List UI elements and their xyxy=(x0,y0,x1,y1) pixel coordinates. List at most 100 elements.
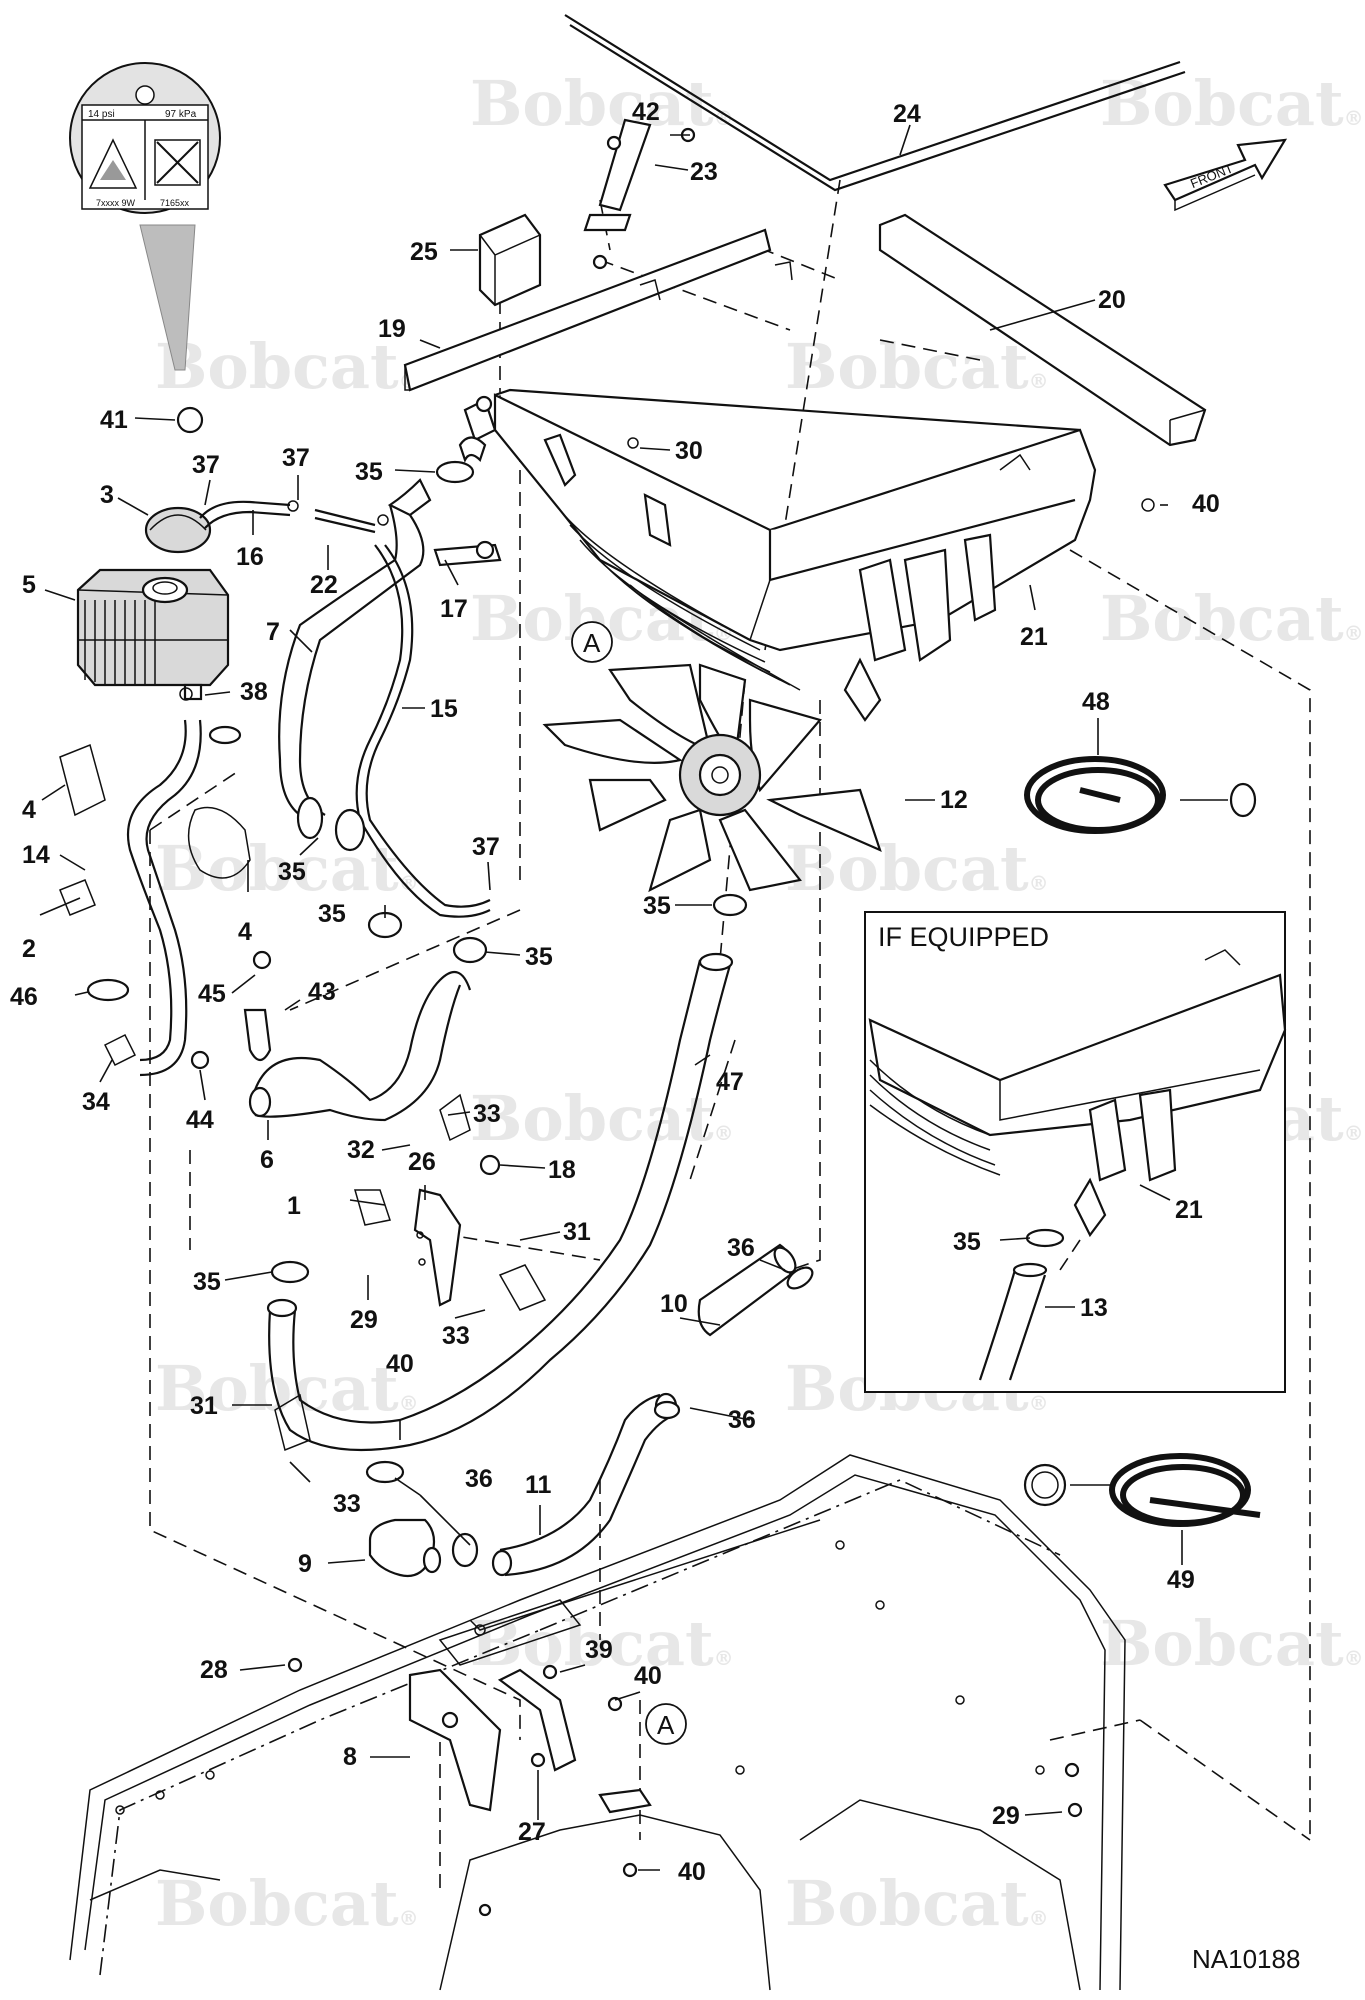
callout-39: 39 xyxy=(585,1636,613,1664)
front-arrow: FRONT xyxy=(1163,138,1288,212)
callout-30: 30 xyxy=(675,437,703,465)
callout-36c: 36 xyxy=(465,1465,493,1493)
callout-4b: 4 xyxy=(238,918,252,946)
callout-5: 5 xyxy=(22,571,36,599)
watermark-6: Bobcat® xyxy=(1100,582,1364,655)
callout-1: 1 xyxy=(287,1192,301,1220)
watermark-14: Bobcat® xyxy=(1100,1607,1364,1680)
watermark-registered-mark: ® xyxy=(1344,106,1364,130)
callout-40a: 40 xyxy=(1192,490,1220,518)
part-17-fitting xyxy=(433,540,502,567)
watermark-11: Bobcat® xyxy=(155,1352,419,1425)
callout-11: 11 xyxy=(525,1471,552,1499)
callout-21b: 21 xyxy=(1175,1196,1203,1224)
part-7-hose xyxy=(278,478,432,816)
decal-pressure-psi: 14 psi xyxy=(88,109,115,120)
callout-37c: 37 xyxy=(472,833,500,861)
callout-23: 23 xyxy=(690,158,718,186)
callout-4a: 4 xyxy=(22,796,36,824)
svg-text:Bobcat®: Bobcat® xyxy=(785,330,1049,403)
svg-text:Bobcat®: Bobcat® xyxy=(470,1082,734,1155)
part-39-bracket xyxy=(497,1664,577,1772)
callout-45: 45 xyxy=(198,980,226,1008)
part-9-elbow xyxy=(368,1518,442,1578)
callout-46: 46 xyxy=(10,983,38,1011)
part-22-tube xyxy=(314,508,376,534)
svg-text:A: A xyxy=(583,628,601,658)
part-47-hose xyxy=(266,952,734,1452)
callout-27: 27 xyxy=(518,1818,546,1846)
part-11-hose xyxy=(491,1392,678,1577)
watermark-registered-mark: ® xyxy=(1029,1391,1049,1415)
watermark-registered-mark: ® xyxy=(399,1391,419,1415)
callout-44: 44 xyxy=(186,1106,214,1134)
inset-if-equipped: IF EQUIPPED xyxy=(864,911,1287,1393)
view-marker-a-top: A xyxy=(571,621,613,663)
clamps xyxy=(59,437,1155,1917)
watermark-9: Bobcat® xyxy=(470,1082,734,1155)
svg-text:Bobcat®: Bobcat® xyxy=(785,832,1049,905)
callout-35f: 35 xyxy=(193,1268,221,1296)
watermark-4: Bobcat® xyxy=(785,330,1049,403)
callout-43: 43 xyxy=(308,978,336,1006)
machine-frame xyxy=(69,1454,1126,1991)
callout-3: 3 xyxy=(100,481,114,509)
callout-leaders xyxy=(39,124,1228,1871)
callout-7: 7 xyxy=(266,618,280,646)
callout-35g: 35 xyxy=(953,1228,981,1256)
part-15-hose xyxy=(355,544,491,918)
callout-35d: 35 xyxy=(525,943,553,971)
part-21-radiator xyxy=(458,388,1097,722)
callout-35e: 35 xyxy=(643,892,671,920)
callout-8: 8 xyxy=(343,1743,357,1771)
watermark-registered-mark: ® xyxy=(1029,871,1049,895)
part-24-rod xyxy=(564,14,1186,192)
watermark-registered-mark: ® xyxy=(1029,1906,1049,1930)
callout-12: 12 xyxy=(940,786,968,814)
callout-labels: 1 2 3 4 4 5 6 7 8 9 10 11 12 13 14 15 16… xyxy=(10,98,1220,1886)
callout-9: 9 xyxy=(298,1550,312,1578)
watermarks: Bobcat® Bobcat® Bobcat® Bobcat® Bobcat® … xyxy=(155,67,1364,1940)
callout-14: 14 xyxy=(22,841,50,869)
callout-48: 48 xyxy=(1082,688,1110,716)
watermark-registered-mark: ® xyxy=(1344,1121,1364,1145)
svg-text:Bobcat®: Bobcat® xyxy=(155,1352,419,1425)
callout-32: 32 xyxy=(347,1136,375,1164)
inset-title: IF EQUIPPED xyxy=(878,922,1049,952)
callout-16: 16 xyxy=(236,543,264,571)
callout-49: 49 xyxy=(1167,1566,1195,1594)
callout-33a: 33 xyxy=(473,1100,501,1128)
callout-47: 47 xyxy=(716,1068,744,1096)
callout-37a: 37 xyxy=(192,451,220,479)
part-5-expansion-tank xyxy=(76,568,230,701)
callout-34: 34 xyxy=(82,1088,110,1116)
callout-37b: 37 xyxy=(282,444,310,472)
watermark-registered-mark: ® xyxy=(399,1906,419,1930)
callout-29a: 29 xyxy=(350,1306,378,1334)
watermark-registered-mark: ® xyxy=(1344,1646,1364,1670)
svg-text:Bobcat®: Bobcat® xyxy=(1100,67,1364,140)
part-27-plate xyxy=(530,1752,652,1814)
part-48-seal xyxy=(1024,756,1257,834)
decal-code-right: 7165xx xyxy=(160,198,190,208)
part-14-overflow-hose xyxy=(126,719,202,1077)
callout-2: 2 xyxy=(22,935,36,963)
callout-38: 38 xyxy=(240,678,268,706)
callout-40c: 40 xyxy=(634,1662,662,1690)
part-8-bracket xyxy=(408,1668,502,1812)
callout-35a: 35 xyxy=(355,458,383,486)
callout-15: 15 xyxy=(430,695,458,723)
part-12-fan xyxy=(542,663,882,893)
callout-33b: 33 xyxy=(442,1322,470,1350)
callout-42: 42 xyxy=(632,98,660,126)
callout-41: 41 xyxy=(100,406,128,434)
callout-20: 20 xyxy=(1098,286,1126,314)
part-26-bracket xyxy=(413,1188,462,1307)
svg-text:A: A xyxy=(657,1710,675,1740)
part-41-oring xyxy=(176,406,204,434)
svg-text:Bobcat®: Bobcat® xyxy=(785,1867,1049,1940)
callout-19: 19 xyxy=(378,315,406,343)
callout-28: 28 xyxy=(200,1656,228,1684)
part-23-bracket xyxy=(583,118,696,270)
